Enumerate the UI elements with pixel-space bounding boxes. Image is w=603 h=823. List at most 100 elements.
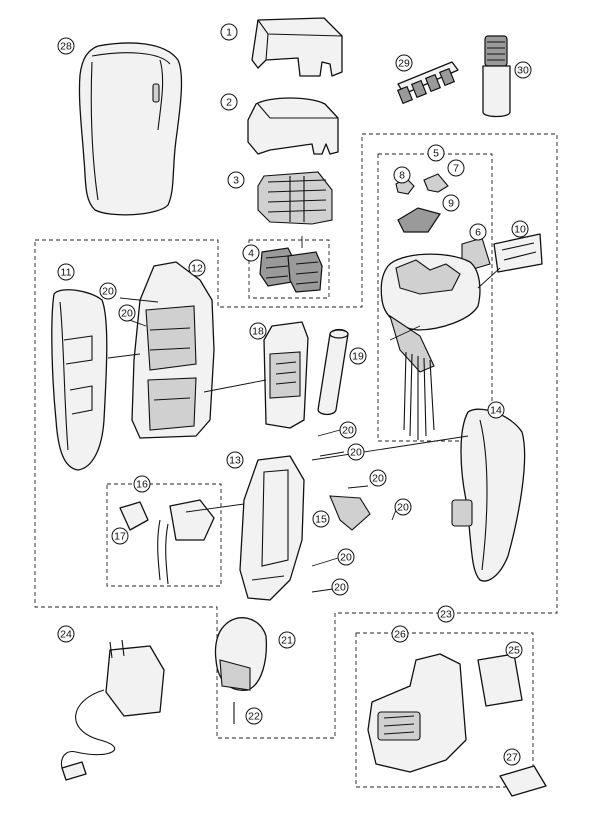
callout-number: 9 [448,198,454,210]
callout-number: 20 [340,552,352,564]
head-frame [380,253,481,440]
callout-circle [278,631,296,649]
charging-stand [367,653,467,773]
callout-number: 8 [399,170,405,182]
callout-2: 2 [220,93,238,111]
motor-mount-parts [119,499,215,585]
callout-number: 16 [136,479,148,491]
callout-circle [393,166,411,184]
callout-20-3: 20 [118,304,136,322]
callout-11: 11 [57,263,75,281]
battery [317,328,349,416]
callout-23: 23 [437,605,455,623]
callout-circle [226,451,244,469]
switch-bracket [329,495,371,531]
callout-14: 14 [487,401,505,419]
callout-8: 8 [393,166,411,184]
callout-17: 17 [111,527,129,545]
callout-number: 5 [433,148,439,160]
callout-13: 13 [226,451,244,469]
main-chassis [239,455,305,601]
callout-circle [245,707,263,725]
bottom-cap [214,617,268,724]
callout-circle [503,748,521,766]
callout-4: 4 [242,244,260,262]
callout-5: 5 [427,144,445,162]
callout-29: 29 [395,54,413,72]
small-head-parts [395,173,543,273]
callout-circle [337,548,355,566]
callout-circle [249,322,267,340]
callout-number: 29 [398,58,410,70]
callout-3: 3 [227,171,245,189]
pouch [78,42,183,216]
callout-21: 21 [278,631,296,649]
callout-circle [220,93,238,111]
callout-number: 23 [440,609,452,621]
callout-circle [57,37,75,55]
callout-circle [469,223,487,241]
inner-cap [247,97,339,155]
callout-20-7: 20 [337,548,355,566]
callout-circle [188,259,206,277]
foil-head [257,171,333,225]
callout-circle [427,144,445,162]
callout-19: 19 [349,347,367,365]
motor-pcb [263,321,309,429]
callout-number: 15 [315,514,327,526]
callout-9: 9 [442,194,460,212]
callout-1: 1 [220,23,238,41]
callout-number: 7 [453,163,459,175]
callout-number: 18 [252,326,264,338]
callout-number: 1 [226,27,232,39]
callout-number: 27 [506,752,518,764]
callout-18: 18 [249,322,267,340]
callout-circle [349,347,367,365]
callout-number: 20 [372,473,384,485]
callout-22: 22 [245,707,263,725]
callout-circle [312,510,330,528]
callout-number: 4 [248,248,254,260]
callout-circle [394,498,412,516]
callout-circle [511,220,529,238]
callout-10: 10 [511,220,529,238]
callout-number: 3 [233,175,239,187]
callout-number: 20 [350,447,362,459]
callout-20: 20 [339,421,357,439]
callout-circle [369,469,387,487]
callout-circle [437,605,455,623]
callout-number: 10 [514,224,526,236]
callout-number: 30 [517,65,529,77]
front-panel [51,289,108,471]
callout-number: 17 [114,531,126,543]
callout-20-4: 20 [347,443,365,461]
callout-20-8: 20 [331,578,349,596]
callout-circle [331,578,349,596]
callout-number: 24 [60,629,72,641]
callout-number: 2 [226,97,232,109]
callout-28: 28 [57,37,75,55]
callout-15: 15 [312,510,330,528]
callout-number: 13 [229,455,241,467]
callout-number: 12 [191,263,203,275]
callout-circle [347,443,365,461]
stand-accessories [477,653,547,797]
callout-circle [487,401,505,419]
callout-number: 11 [61,267,72,279]
oil-bottle [482,35,511,118]
back-panel [451,408,526,582]
callout-26: 26 [391,625,409,643]
callout-circle [111,527,129,545]
callout-25: 25 [505,641,523,659]
callout-circle [339,421,357,439]
callout-circle [133,475,151,493]
callout-number: 20 [102,286,114,298]
callout-circle [505,641,523,659]
callout-16: 16 [133,475,151,493]
callout-number: 26 [394,629,406,641]
callout-number: 6 [475,227,481,239]
callout-circle [242,244,260,262]
callout-20-2: 20 [99,282,117,300]
